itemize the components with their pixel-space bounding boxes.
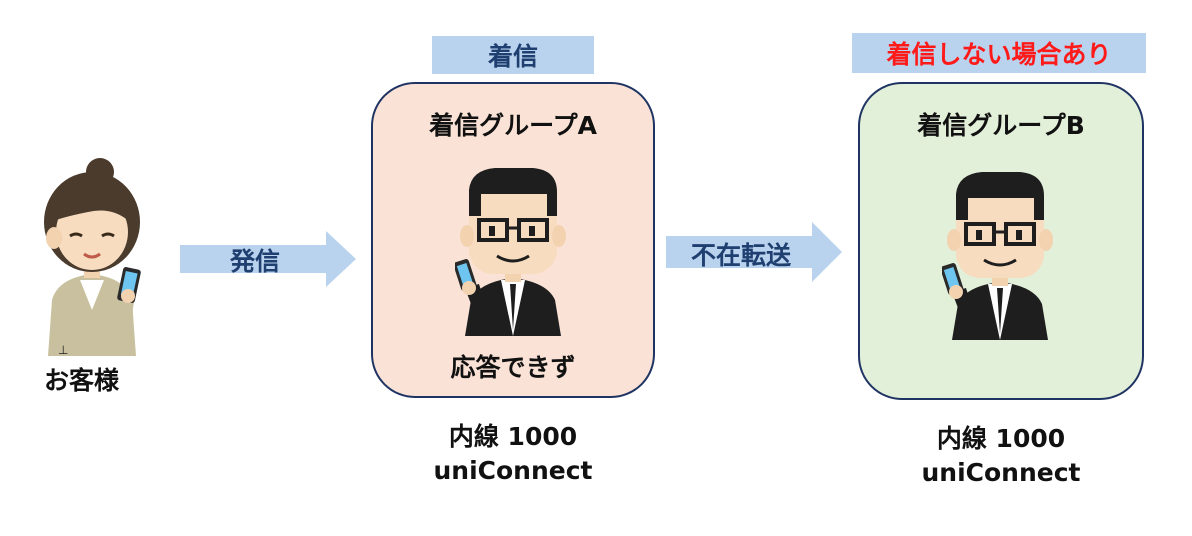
group-b-box: 着信グループB bbox=[858, 82, 1144, 400]
customer-figure: ⊥ bbox=[28, 150, 158, 360]
group-a-agent bbox=[453, 160, 571, 336]
group-b-agent bbox=[940, 164, 1058, 340]
right-arrow-icon bbox=[180, 231, 356, 287]
group-a-title: 着信グループA bbox=[429, 111, 597, 140]
right-arrow-icon bbox=[666, 222, 842, 282]
group-a-app: uniConnect bbox=[433, 456, 593, 485]
group-a-box: 着信グループA bbox=[371, 82, 655, 398]
group-b-title: 着信グループB bbox=[917, 111, 1085, 140]
group-b-extension: 内線 1000 bbox=[936, 424, 1066, 453]
forward-arrow-label: 不在転送 bbox=[690, 241, 791, 270]
call-arrow-label: 発信 bbox=[229, 247, 280, 276]
agent-man-icon bbox=[453, 168, 566, 336]
group-b-app: uniConnect bbox=[921, 458, 1081, 487]
group-a-extension: 内線 1000 bbox=[448, 422, 578, 451]
forward-arrow: 不在転送 bbox=[666, 222, 842, 282]
svg-text:⊥: ⊥ bbox=[58, 343, 68, 357]
agent-man-icon bbox=[940, 172, 1053, 340]
call-arrow: 発信 bbox=[180, 231, 356, 287]
customer-label: お客様 bbox=[44, 366, 120, 395]
customer-woman-icon: ⊥ bbox=[44, 158, 141, 357]
group-a-status: 応答できず bbox=[450, 353, 576, 382]
group-b-tag: 着信しない場合あり bbox=[852, 33, 1146, 73]
group-a-tag: 着信 bbox=[432, 36, 594, 74]
